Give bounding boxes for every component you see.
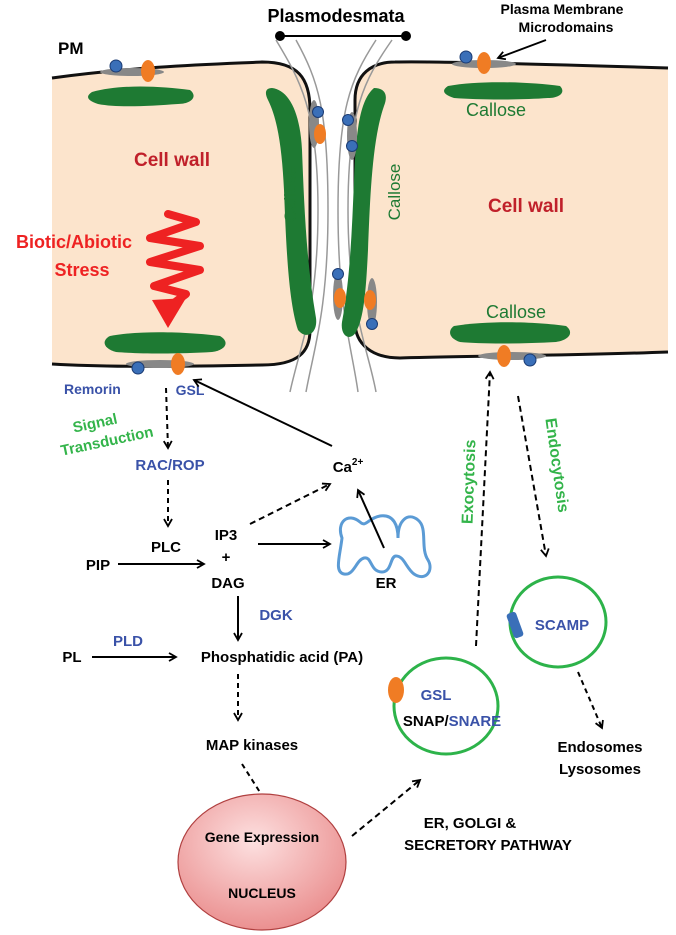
callose-vertical-right <box>341 88 386 337</box>
callose-bottom-left <box>104 332 226 354</box>
plasmodesmata-channel-line <box>337 39 377 393</box>
arrow-er-to-ca <box>356 488 385 549</box>
endosomes-label: Endosomes <box>557 739 642 756</box>
endocytosis-label: Endocytosis <box>541 417 571 514</box>
plc-label: PLC <box>151 539 181 556</box>
scamp-protein <box>506 611 524 639</box>
callose-top-right <box>444 82 563 100</box>
snare-label: SNARE <box>449 713 502 730</box>
arrow-ip3-to-ca <box>249 482 332 525</box>
arrow-scamp-to-endosomes <box>577 671 604 730</box>
nucleus <box>177 793 347 931</box>
gsl-vesicle-label: GSL <box>421 687 452 704</box>
arrow-gsl-to-racrop <box>163 387 173 450</box>
pip-label: PIP <box>86 557 110 574</box>
stress-label-line2: Stress <box>54 260 109 280</box>
diagram-title: Plasmodesmata <box>267 6 405 26</box>
membrane-microdomain-channel-left-bottom <box>332 268 346 320</box>
callose-top-left <box>88 86 194 107</box>
stress-zigzag-arrow-icon <box>146 210 204 310</box>
cell-wall-right <box>355 61 668 359</box>
gene-expression-label: Gene Expression <box>205 829 319 845</box>
pm-microdomains-label-line2: Microdomains <box>519 19 614 35</box>
map-kinases-label: MAP kinases <box>206 737 298 754</box>
ip3-label: IP3 <box>215 527 238 544</box>
exocytosis-label: Exocytosis <box>460 439 480 524</box>
callose-bottom-right <box>450 322 571 344</box>
membrane-microdomain-top-right <box>452 50 516 74</box>
callose-bottom-right-label: Callose <box>486 302 546 322</box>
cell-wall-left-label: Cell wall <box>134 150 210 171</box>
dag-label: DAG <box>211 575 244 592</box>
er-golgi-label-line1: ER, GOLGI & <box>424 815 517 832</box>
plasmodesmata-bracket-end <box>275 31 285 41</box>
pm-microdomains-label-line1: Plasma Membrane <box>501 1 624 17</box>
pl-label: PL <box>62 649 81 666</box>
ca-superscript: 2+ <box>352 457 364 468</box>
membrane-microdomain-channel-right-top <box>342 112 358 160</box>
scamp-label: SCAMP <box>535 617 589 634</box>
membrane-microdomain-channel-left-top <box>309 100 326 148</box>
remorin-label: Remorin <box>64 381 121 397</box>
membrane-microdomain-bottom-left <box>126 353 194 375</box>
plus-label: + <box>222 549 231 566</box>
gsl-vesicle-protein <box>388 677 404 703</box>
pld-label: PLD <box>113 633 143 650</box>
microdomain-pointer-arrow <box>496 39 547 61</box>
arrow-endocytosis <box>517 395 550 558</box>
plasmodesmata-bracket-end <box>401 31 411 41</box>
plasmodesmata-channel-line <box>347 39 393 393</box>
plasmodesmata-channel-line <box>275 39 319 393</box>
dgk-label: DGK <box>259 607 293 624</box>
ca-label: Ca2+ <box>333 457 364 476</box>
snap-snare-label: SNAP/SNARE <box>403 713 501 730</box>
lysosomes-label: Lysosomes <box>559 761 641 778</box>
cell-wall-right-label: Cell wall <box>488 196 564 217</box>
callose-vertical-right-label: Callose <box>385 164 404 221</box>
callose-vertical-left <box>265 88 317 335</box>
membrane-microdomain-bottom-right <box>478 345 546 367</box>
stress-label-line1: Biotic/Abiotic <box>16 232 132 252</box>
er-golgi-label-line2: SECRETORY PATHWAY <box>404 837 572 854</box>
ca-base: Ca <box>333 459 353 476</box>
callose-vertical-left-label: Callose <box>281 166 300 223</box>
plasmodesmata-channel-line <box>295 39 329 393</box>
gsl-vesicle <box>392 656 500 756</box>
pm-label: PM <box>58 39 84 58</box>
gsl-membrane-label: GSL <box>176 382 205 398</box>
arrow-nucleus-to-vesicle <box>351 778 422 837</box>
arrow-exocytosis <box>475 370 495 647</box>
er-label: ER <box>376 575 397 592</box>
membrane-microdomain-top-left <box>100 59 164 82</box>
nucleus-label: NUCLEUS <box>228 885 296 901</box>
membrane-microdomain-channel-right-bottom <box>364 278 378 330</box>
callose-top-right-label: Callose <box>466 100 526 120</box>
stress-arrowhead-icon <box>152 298 186 328</box>
snap-label: SNAP/ <box>403 713 450 730</box>
arrow-ca-to-gsl <box>192 378 333 447</box>
pa-label: Phosphatidic acid (PA) <box>201 649 363 666</box>
rac-rop-label: RAC/ROP <box>135 457 204 474</box>
